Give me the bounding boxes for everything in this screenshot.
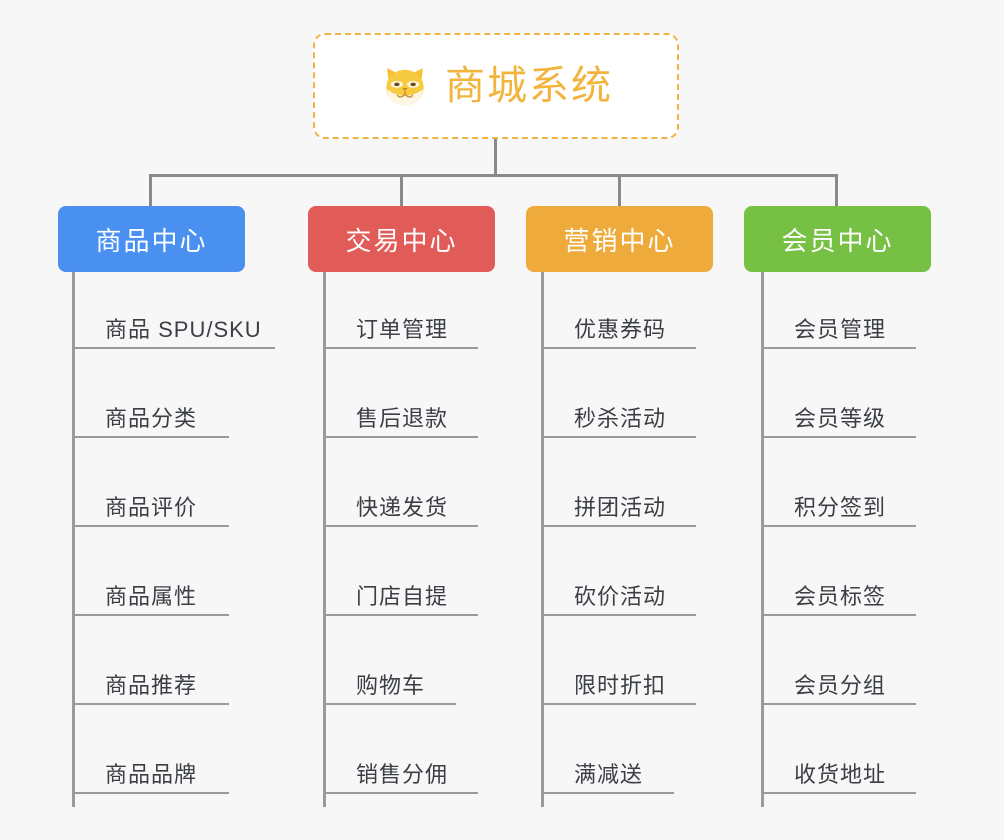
list-item-label: 会员等级 xyxy=(794,405,887,431)
category-header-label: 交易中心 xyxy=(345,225,458,256)
list-item-label: 商品推荐 xyxy=(105,672,198,698)
connector-drop-3 xyxy=(618,174,621,206)
list-item[interactable]: 商品 SPU/SKU xyxy=(72,260,275,349)
list-item-label: 限时折扣 xyxy=(574,672,667,698)
list-item-label: 满减送 xyxy=(574,761,644,787)
list-item[interactable]: 收货地址 xyxy=(761,705,916,794)
list-item[interactable]: 快递发货 xyxy=(323,438,478,527)
list-item-label: 会员管理 xyxy=(794,316,887,342)
list-item[interactable]: 商品分类 xyxy=(72,349,229,438)
list-item[interactable]: 售后退款 xyxy=(323,349,478,438)
root-node[interactable]: 商城系统 xyxy=(313,33,679,139)
category-header-label: 商品中心 xyxy=(95,225,208,256)
list-item[interactable]: 会员管理 xyxy=(761,260,916,349)
root-title: 商城系统 xyxy=(445,64,613,108)
list-item-label: 销售分佣 xyxy=(356,761,449,787)
category-header-营销中心[interactable]: 营销中心 xyxy=(526,206,713,272)
category-header-label: 会员中心 xyxy=(781,225,894,256)
list-item[interactable]: 商品品牌 xyxy=(72,705,229,794)
column-stem-1 xyxy=(72,272,75,807)
list-item-label: 快递发货 xyxy=(356,494,449,520)
list-item-label: 会员分组 xyxy=(794,672,887,698)
list-item[interactable]: 商品推荐 xyxy=(72,616,229,705)
connector-root-stem xyxy=(494,139,497,176)
column-stem-2 xyxy=(323,272,326,807)
shiba-dog-icon xyxy=(386,68,424,106)
list-item-label: 秒杀活动 xyxy=(574,405,667,431)
category-header-商品中心[interactable]: 商品中心 xyxy=(58,206,245,272)
column-stem-4 xyxy=(761,272,764,807)
list-item[interactable]: 会员分组 xyxy=(761,616,916,705)
column-stem-3 xyxy=(541,272,544,807)
list-item[interactable]: 商品评价 xyxy=(72,438,229,527)
connector-drop-1 xyxy=(149,174,152,206)
list-item-label: 收货地址 xyxy=(794,761,887,787)
list-item-label: 订单管理 xyxy=(356,316,449,342)
list-item[interactable]: 购物车 xyxy=(323,616,456,705)
list-item[interactable]: 会员标签 xyxy=(761,527,916,616)
list-item[interactable]: 拼团活动 xyxy=(541,438,696,527)
list-item-label: 门店自提 xyxy=(356,583,449,609)
connector-drop-2 xyxy=(400,174,403,206)
list-item-label: 积分签到 xyxy=(794,494,887,520)
list-item-label: 商品分类 xyxy=(105,405,198,431)
list-item[interactable]: 销售分佣 xyxy=(323,705,478,794)
category-header-label: 营销中心 xyxy=(563,225,676,256)
list-item-label: 购物车 xyxy=(356,672,426,698)
list-item-label: 商品评价 xyxy=(105,494,198,520)
category-header-会员中心[interactable]: 会员中心 xyxy=(744,206,931,272)
list-item-label: 商品品牌 xyxy=(105,761,198,787)
list-item[interactable]: 积分签到 xyxy=(761,438,916,527)
root-node-content: 商城系统 xyxy=(379,60,613,112)
list-item-label: 商品属性 xyxy=(105,583,198,609)
list-item[interactable]: 订单管理 xyxy=(323,260,478,349)
list-item[interactable]: 满减送 xyxy=(541,705,674,794)
list-item-label: 商品 SPU/SKU xyxy=(105,316,262,342)
list-item-label: 优惠券码 xyxy=(574,316,667,342)
list-item[interactable]: 秒杀活动 xyxy=(541,349,696,438)
list-item[interactable]: 砍价活动 xyxy=(541,527,696,616)
list-item-label: 会员标签 xyxy=(794,583,887,609)
list-item-label: 拼团活动 xyxy=(574,494,667,520)
list-item[interactable]: 商品属性 xyxy=(72,527,229,616)
category-header-交易中心[interactable]: 交易中心 xyxy=(308,206,495,272)
list-item-label: 砍价活动 xyxy=(574,583,667,609)
list-item[interactable]: 会员等级 xyxy=(761,349,916,438)
connector-bus xyxy=(149,174,835,177)
list-item[interactable]: 限时折扣 xyxy=(541,616,696,705)
list-item[interactable]: 门店自提 xyxy=(323,527,478,616)
connector-drop-4 xyxy=(835,174,838,206)
list-item[interactable]: 优惠券码 xyxy=(541,260,696,349)
list-item-label: 售后退款 xyxy=(356,405,449,431)
